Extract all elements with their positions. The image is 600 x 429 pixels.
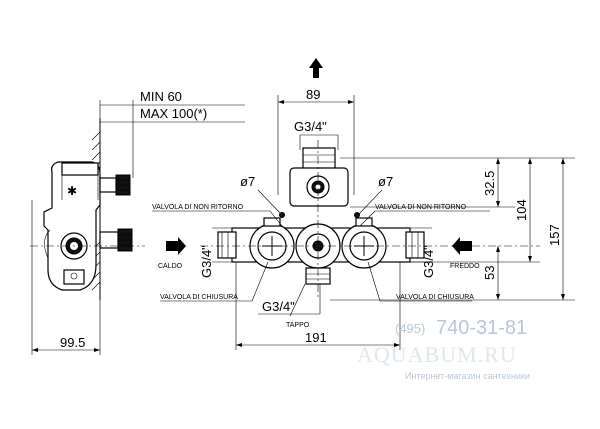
thread-top: G3/4" <box>294 119 327 134</box>
label-shutoff-right: VALVOLA DI CHIUSURA <box>396 294 474 301</box>
dim-89: 89 <box>306 87 320 102</box>
watermark-tagline: Интернет-магазин сантехники <box>405 371 530 381</box>
label-shutoff-left: VALVOLA DI CHIUSURA <box>160 294 238 301</box>
thread-right: G3/4" <box>421 245 436 278</box>
hot-inlet-arrow-icon <box>166 237 186 255</box>
diam-left: ø7 <box>240 174 255 189</box>
dim-max: MAX 100(*) <box>140 106 207 121</box>
arrow-glyph: ✱ <box>67 184 77 198</box>
outlet-arrow-icon <box>309 58 323 78</box>
watermark-phone-prefix: (495) <box>395 321 425 336</box>
dim-104: 104 <box>514 199 529 221</box>
label-nonreturn-left: VALVOLA DI NON RITORNO <box>152 204 244 211</box>
label-nonreturn-right: VALVOLA DI NON RITORNO <box>375 204 467 211</box>
dim-157: 157 <box>547 224 562 246</box>
cold-inlet-arrow-icon <box>452 237 472 255</box>
watermark-phone: 740-31-81 <box>436 317 527 339</box>
dim-191: 191 <box>305 330 327 345</box>
label-tappo: TAPPO <box>286 322 310 329</box>
watermark: (495) 740-31-81 AQUABUM.RU Интернет-мага… <box>357 317 530 381</box>
thread-bottom: G3/4" <box>262 299 295 314</box>
diam-right: ø7 <box>378 174 393 189</box>
side-view: MIN 60 MAX 100(*) ✱ 99.5 <box>30 89 245 355</box>
dim-99-5: 99.5 <box>60 335 85 350</box>
label-caldo: CALDO <box>158 263 183 270</box>
dim-53: 53 <box>482 266 497 280</box>
dim-min: MIN 60 <box>140 89 182 104</box>
thread-left: G3/4" <box>199 245 214 278</box>
dim-32-5: 32.5 <box>482 171 497 196</box>
watermark-brand: AQUABUM.RU <box>357 342 517 367</box>
label-freddo: FREDDO <box>450 263 480 270</box>
front-view: 89 G3/4" ø7 ø7 <box>152 58 575 350</box>
